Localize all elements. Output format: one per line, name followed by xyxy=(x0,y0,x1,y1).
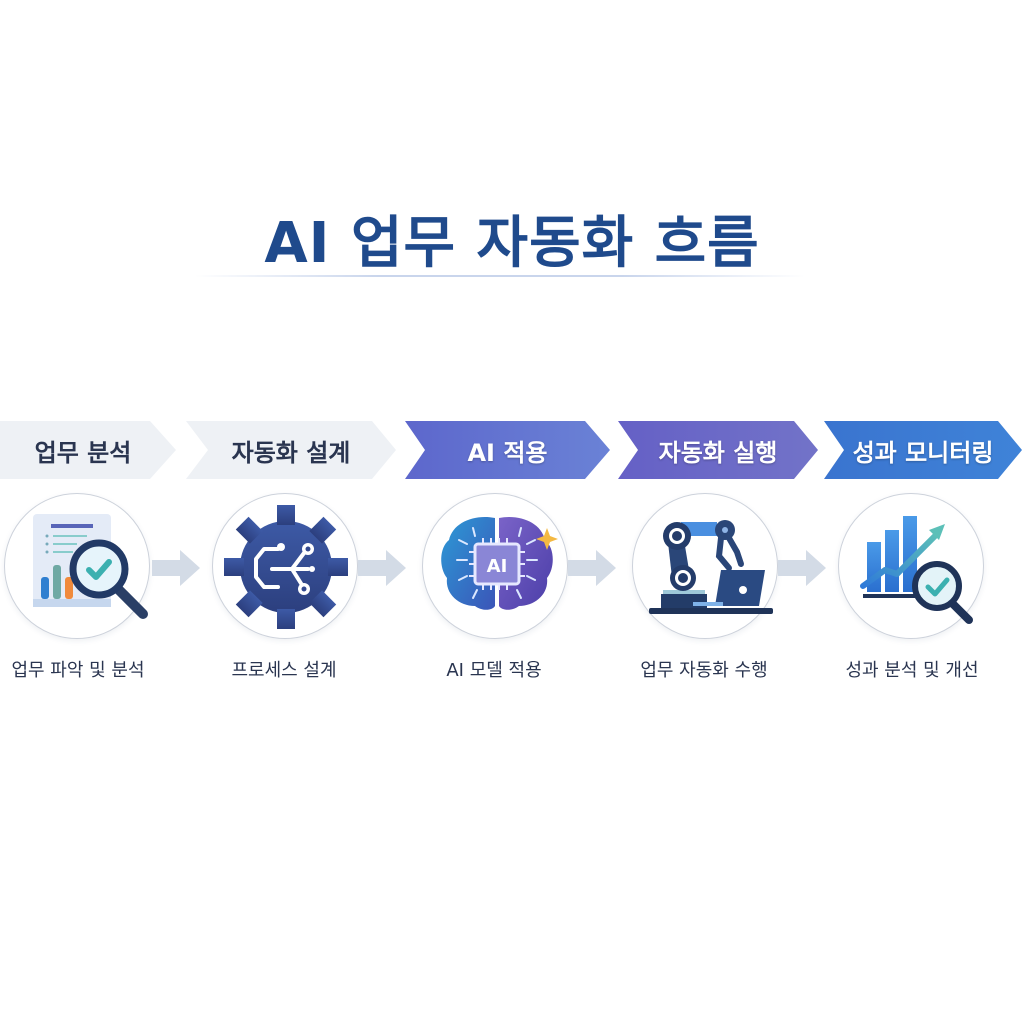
gear-circuit-icon xyxy=(224,505,348,629)
flow-arrow-icon xyxy=(778,550,826,586)
flow-arrow-icon xyxy=(358,550,406,586)
step-caption-4: 업무 자동화 수행 xyxy=(640,660,768,681)
step-label-5: 성과 모니터링 xyxy=(852,438,994,467)
step-caption-1: 업무 파악 및 분석 xyxy=(11,660,145,681)
step-caption-2: 프로세스 설계 xyxy=(231,660,337,681)
step-label-2: 자동화 설계 xyxy=(231,438,351,467)
chevron-shape xyxy=(405,421,610,479)
step-chevron-3: AI 적용 xyxy=(405,421,610,479)
step-label-4: 자동화 실행 xyxy=(658,438,778,467)
step-caption-5: 성과 분석 및 개선 xyxy=(845,660,979,681)
document-magnifier-icon xyxy=(33,514,148,619)
flow-arrow-icon xyxy=(152,550,200,586)
svg-text:AI: AI xyxy=(487,556,508,577)
chevron-shape xyxy=(186,421,396,479)
title-divider xyxy=(195,275,805,277)
ai-brain-chip-icon: AI xyxy=(441,516,558,610)
step-icon-circle-3: AI xyxy=(422,493,568,639)
step-chevron-4: 자동화 실행 xyxy=(618,421,818,479)
step-chevron-1: 업무 분석 xyxy=(0,421,176,479)
step-icon-circle-2 xyxy=(212,493,358,639)
page-title: AI 업무 자동화 흐름 xyxy=(264,211,760,276)
flow-arrow-icon xyxy=(568,550,616,586)
chevron-shape xyxy=(618,421,818,479)
step-chevron-5: 성과 모니터링 xyxy=(824,421,1022,479)
step-label-3: AI 적용 xyxy=(467,438,548,467)
step-label-1: 업무 분석 xyxy=(34,438,132,467)
chevron-shape xyxy=(824,421,1022,479)
step-icon-circle-1 xyxy=(4,493,150,639)
robot-arm-laptop-icon xyxy=(649,520,773,614)
chevron-shape xyxy=(0,421,176,479)
step-icon-circle-4 xyxy=(632,493,778,639)
step-icon-circle-5 xyxy=(838,493,984,639)
step-caption-3: AI 모델 적용 xyxy=(446,660,542,681)
step-chevron-2: 자동화 설계 xyxy=(186,421,396,479)
growth-chart-magnifier-icon xyxy=(860,516,973,624)
